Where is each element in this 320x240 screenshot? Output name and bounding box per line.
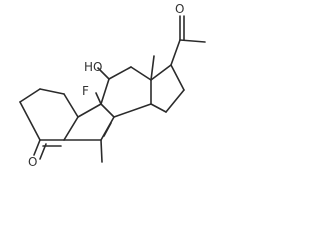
bond (39, 88, 65, 95)
bond (150, 64, 172, 81)
bond (63, 93, 79, 118)
bond (165, 89, 185, 113)
bond (100, 139, 103, 163)
bond (100, 78, 110, 105)
acetyl-oxygen-label: O (175, 2, 184, 16)
bond (113, 103, 152, 118)
bond (63, 116, 79, 141)
bond (100, 103, 115, 118)
steroid-structure: F HO O O (19, 2, 206, 169)
bond (33, 139, 41, 156)
bond (170, 39, 181, 66)
bond (130, 66, 152, 81)
bond (108, 66, 132, 80)
bond (95, 92, 102, 105)
fluorine-label: F (82, 84, 89, 98)
bond (150, 103, 167, 113)
hydroxyl-label: HO (84, 60, 102, 74)
bond (19, 88, 41, 103)
structure-canvas: F HO O O (19, 2, 206, 169)
ketone-oxygen-label: O (28, 155, 37, 169)
bond (103, 122, 112, 137)
bond (150, 55, 155, 81)
bond (39, 143, 47, 160)
bond (77, 103, 102, 118)
bond (170, 64, 185, 91)
bond (19, 101, 41, 141)
bond (97, 67, 110, 80)
